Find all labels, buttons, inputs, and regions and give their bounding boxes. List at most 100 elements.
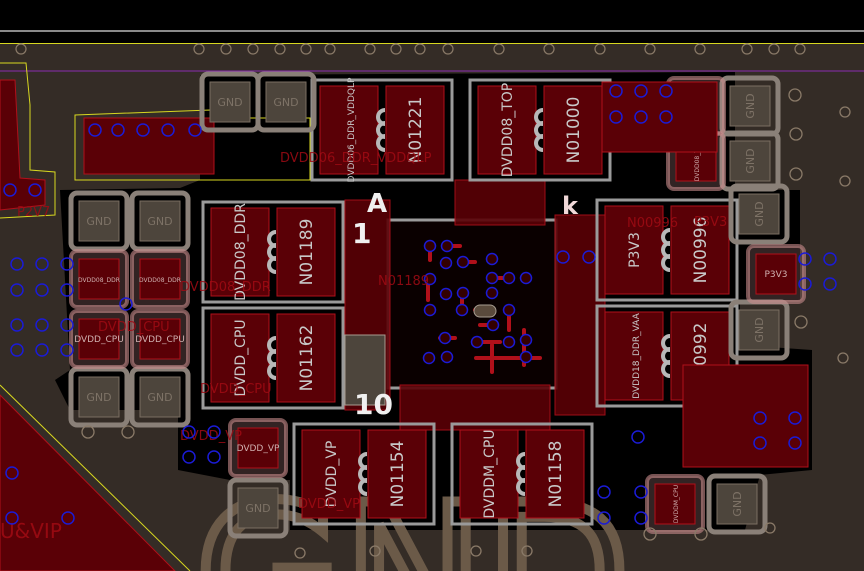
- inductor-net-label: DVDDM_CPU: [482, 429, 498, 518]
- net-label: DVDD06_DDR_VDDQLP: [280, 151, 432, 166]
- capacitor-pad[interactable]: DVDD_CPU: [130, 309, 190, 369]
- pad-copper: [78, 258, 120, 300]
- pad-copper: [139, 200, 181, 242]
- inductor-pad-ref: [276, 207, 336, 297]
- coil-icon: [661, 254, 671, 272]
- pad-label: DVDD_VP: [237, 444, 280, 454]
- inductor-pad-ref: [525, 429, 585, 519]
- pin-1-marker: 1: [352, 217, 371, 250]
- inductor-net-label: DVDD_CPU: [233, 319, 249, 396]
- inductor-n01158[interactable]: DVDDM_CPU N01158: [450, 422, 594, 526]
- capacitor-pad[interactable]: DVDD08_DDR: [69, 249, 129, 309]
- pin-a-marker: A: [367, 189, 387, 219]
- pad-copper: [139, 258, 181, 300]
- pad-copper: [265, 81, 307, 123]
- coil-icon: [376, 134, 386, 152]
- inductor-pad-ref: [670, 205, 730, 295]
- pad-copper: [716, 483, 758, 525]
- pad-copper: [209, 81, 251, 123]
- left-copper-pour: [0, 394, 176, 571]
- pin-k-marker: k: [562, 192, 579, 220]
- inductor-ref-label: N01000: [564, 97, 584, 164]
- pad-mask-ring: [227, 477, 289, 539]
- pad-label: DVDD08_DDR: [139, 277, 181, 284]
- pad-label: GND: [731, 491, 744, 516]
- inductor-ref-label: N01189: [297, 219, 317, 286]
- inductor-pad-ref: [385, 85, 445, 175]
- gnd-pad[interactable]: GND: [227, 477, 289, 539]
- pad-mask-ring: [706, 473, 768, 535]
- capacitor-pad[interactable]: DVDDM_CPU: [645, 474, 705, 534]
- inductor-pad-net: [604, 311, 664, 401]
- coil-icon: [267, 256, 277, 274]
- gnd-pad[interactable]: GND: [706, 473, 768, 535]
- capacitor-pad[interactable]: DVDD08_DDR: [130, 249, 190, 309]
- pad-label: DVDD08_TOP: [694, 140, 701, 181]
- inductor-pad-net: [459, 429, 519, 519]
- inductor-n01154[interactable]: DVDD_VP N01154: [292, 422, 436, 526]
- ic-vias: [422, 239, 533, 365]
- gnd-pad[interactable]: GND: [728, 183, 790, 245]
- pad-label: GND: [147, 391, 172, 404]
- inductor-courtyard: [292, 422, 436, 526]
- gnd-pad[interactable]: GND: [129, 190, 191, 252]
- board-vias: [81, 88, 851, 559]
- coil-icon: [516, 478, 526, 496]
- coil-icon: [534, 134, 544, 152]
- net-label: P3V3: [694, 215, 727, 230]
- pad-copper: [654, 483, 696, 525]
- copper-bar-top-left: [83, 117, 215, 175]
- gnd-pad[interactable]: GND: [129, 366, 191, 428]
- net-label: DVDD_VP: [298, 497, 360, 512]
- gnd-pad[interactable]: GND: [68, 366, 130, 428]
- pad-label: GND: [217, 96, 242, 109]
- inductor-courtyard: [595, 198, 739, 302]
- inductor-pad-ref: [276, 313, 336, 403]
- inductor-ref-label: N01221: [406, 97, 426, 164]
- ic-courtyard: [386, 218, 558, 390]
- ic-ground-pad: [344, 334, 386, 406]
- left-upper-outline: [0, 62, 56, 219]
- coil-icon: [661, 360, 671, 378]
- pad-copper: [755, 253, 797, 295]
- ic-center-hole: [473, 304, 497, 318]
- net-label: DVDD08_DDR: [180, 280, 271, 295]
- board-edge-line: [0, 30, 864, 32]
- gnd-pad[interactable]: GND: [255, 71, 317, 133]
- inductor-ref-label: N01158: [546, 441, 566, 508]
- gnd-pad[interactable]: GND: [199, 71, 261, 133]
- left-pour-outline: [0, 384, 191, 571]
- coil-icon: [358, 478, 368, 496]
- gnd-pad[interactable]: GND: [68, 190, 130, 252]
- pad-copper: [78, 376, 120, 418]
- inductor-ref-label: N01154: [388, 441, 408, 508]
- capacitor-pad[interactable]: P3V3: [746, 244, 806, 304]
- pad-label: GND: [753, 201, 766, 226]
- pin-10-marker: 10: [354, 388, 393, 421]
- pad-label: DVDD08_DDR: [78, 277, 120, 284]
- capacitor-pad[interactable]: DVDD_CPU: [69, 309, 129, 369]
- gnd-pad[interactable]: GND: [719, 75, 781, 137]
- pad-copper: [139, 318, 181, 360]
- inductor-ref-label: N00996: [691, 217, 711, 284]
- pad-label: DVDD_CPU: [74, 335, 124, 345]
- pad-mask-ring: [255, 71, 317, 133]
- inductor-net-label: P3V3: [627, 232, 643, 268]
- pad-copper: [729, 85, 771, 127]
- gnd-pad[interactable]: GND: [719, 130, 781, 192]
- ic-copper-top: [454, 179, 546, 226]
- pad-copper: [139, 376, 181, 418]
- inductor-pad-net: [319, 85, 379, 175]
- net-label: N00996: [627, 216, 678, 231]
- ic-footprint[interactable]: [344, 179, 606, 431]
- pad-label: GND: [273, 96, 298, 109]
- capacitor-pad[interactable]: DVDD_VP: [228, 418, 288, 478]
- gnd-pad[interactable]: GND: [728, 299, 790, 361]
- pad-copper: [78, 200, 120, 242]
